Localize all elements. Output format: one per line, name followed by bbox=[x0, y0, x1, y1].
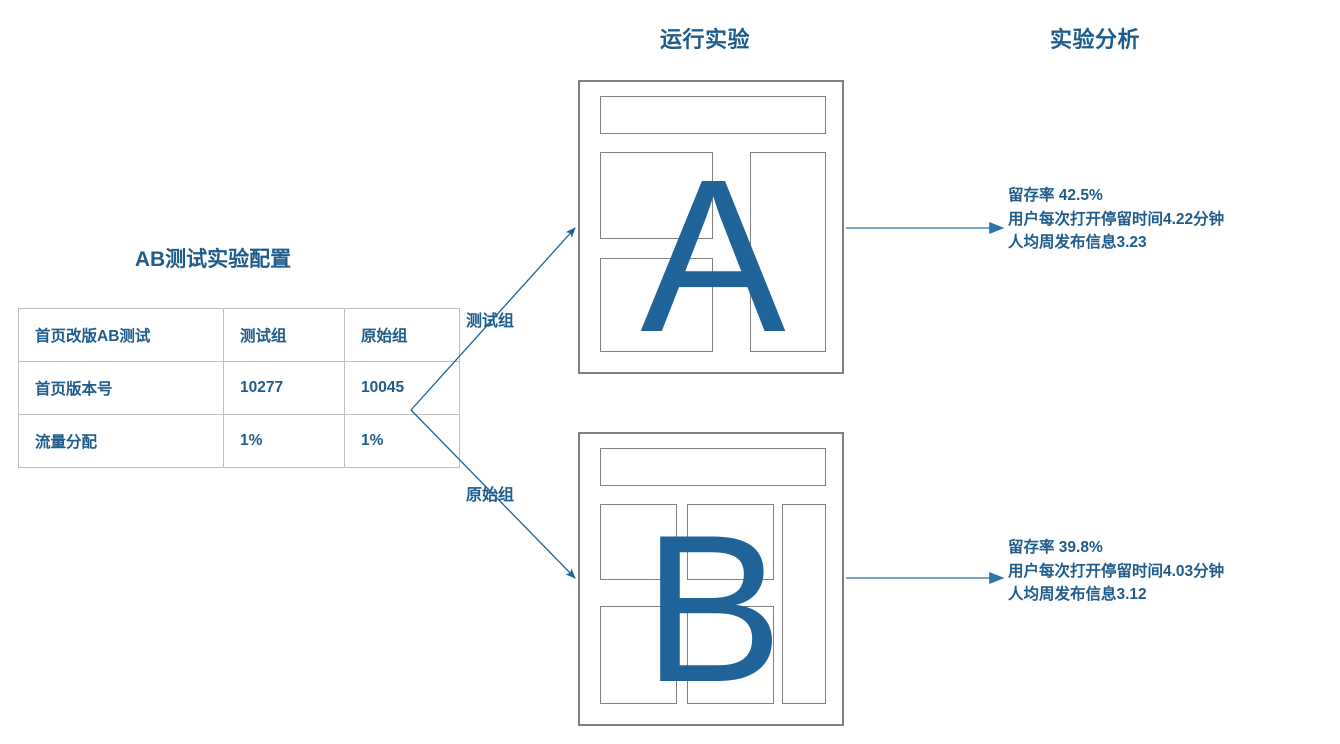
analysis-result-a: 留存率 42.5% 用户每次打开停留时间4.22分钟 人均周发布信息3.23 bbox=[1008, 184, 1224, 255]
analysis-b-session-duration: 用户每次打开停留时间4.03分钟 bbox=[1008, 562, 1225, 580]
heading-experiment-analysis: 实验分析 bbox=[1049, 27, 1140, 52]
table-cell-traffic-label: 流量分配 bbox=[18, 414, 224, 468]
table-cell-traffic-control: 1% bbox=[344, 414, 460, 468]
mockup-variant-a: A bbox=[578, 80, 844, 374]
config-title: AB测试实验配置 bbox=[134, 248, 292, 271]
mockup-b-box-top-left bbox=[600, 504, 677, 580]
analysis-a-retention: 留存率 42.5% bbox=[1008, 187, 1103, 204]
mockup-a-sidebar bbox=[750, 152, 826, 352]
analysis-b-weekly-posts: 人均周发布信息3.12 bbox=[1008, 586, 1147, 604]
mockup-b-box-top-middle bbox=[687, 504, 774, 580]
mockup-a-box-bottom-left bbox=[600, 258, 713, 352]
heading-run-experiment: 运行实验 bbox=[659, 27, 750, 52]
branch-label-original-group: 原始组 bbox=[466, 487, 515, 504]
table-row-header: 首页改版AB测试 测试组 原始组 bbox=[18, 308, 460, 362]
table-cell-header-name: 首页改版AB测试 bbox=[18, 308, 224, 362]
table-row: 流量分配 1% 1% bbox=[18, 414, 460, 468]
branch-label-test-group: 测试组 bbox=[466, 313, 515, 330]
table-cell-header-control: 原始组 bbox=[344, 308, 460, 362]
table-cell-version-test: 10277 bbox=[223, 361, 345, 415]
mockup-b-banner bbox=[600, 448, 826, 486]
config-table: 首页改版AB测试 测试组 原始组 首页版本号 10277 10045 流量分配 … bbox=[18, 308, 460, 468]
analysis-a-weekly-posts: 人均周发布信息3.23 bbox=[1008, 234, 1147, 252]
table-cell-header-test: 测试组 bbox=[223, 308, 345, 362]
analysis-b-retention: 留存率 39.8% bbox=[1008, 539, 1103, 556]
mockup-a-banner bbox=[600, 96, 826, 134]
analysis-a-session-duration: 用户每次打开停留时间4.22分钟 bbox=[1008, 210, 1225, 228]
mockup-b-sidebar bbox=[782, 504, 826, 704]
table-cell-version-control: 10045 bbox=[344, 361, 460, 415]
mockup-b-box-bottom-middle bbox=[687, 606, 774, 704]
mockup-variant-b: B bbox=[578, 432, 844, 726]
mockup-b-box-bottom-left bbox=[600, 606, 677, 704]
mockup-a-box-top-left bbox=[600, 152, 713, 239]
table-row: 首页版本号 10277 10045 bbox=[18, 361, 460, 415]
table-cell-traffic-test: 1% bbox=[223, 414, 345, 468]
analysis-result-b: 留存率 39.8% 用户每次打开停留时间4.03分钟 人均周发布信息3.12 bbox=[1008, 536, 1224, 607]
table-cell-version-label: 首页版本号 bbox=[18, 361, 224, 415]
